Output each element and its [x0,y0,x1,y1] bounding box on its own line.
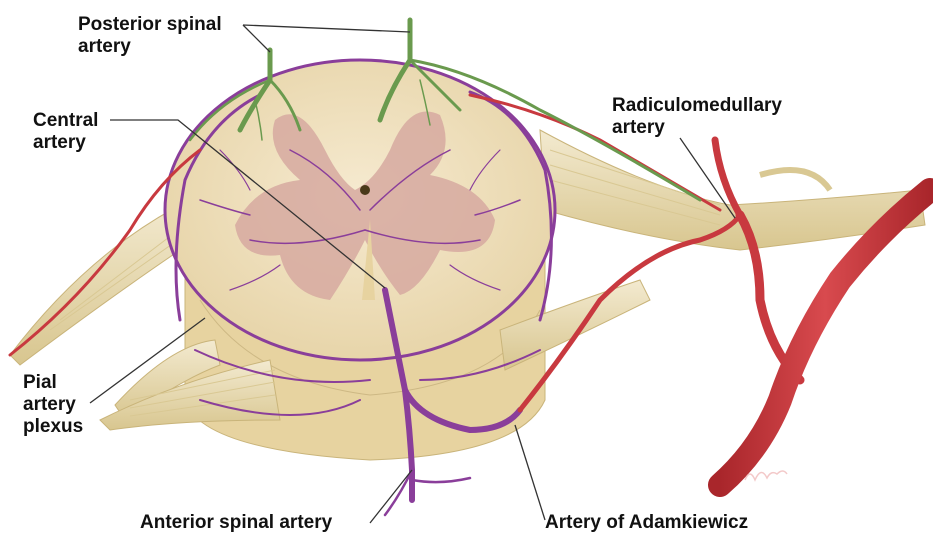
leader-posterior-spinal-2 [243,25,270,52]
label-posterior-spinal-artery: Posterior spinal artery [78,14,222,58]
label-line: plexus [23,416,83,438]
label-line: Radiculomedullary [612,95,782,117]
label-artery-of-adamkiewicz: Artery of Adamkiewicz [545,512,748,534]
artist-signature [745,471,787,480]
label-central-artery: Central artery [33,110,98,154]
label-radiculomedullary-artery: Radiculomedullary artery [612,95,782,139]
label-anterior-spinal-artery: Anterior spinal artery [140,512,332,534]
leader-posterior-spinal [243,25,410,32]
label-pial-artery-plexus: Pial artery plexus [23,372,83,438]
label-line: Pial [23,372,83,394]
label-line: artery [612,117,782,139]
label-line: artery [33,132,98,154]
leader-adamkiewicz [515,425,545,520]
label-line: Central [33,110,98,132]
label-line: Posterior spinal [78,14,222,36]
label-line: artery [78,36,222,58]
label-line: artery [23,394,83,416]
leader-anterior-spinal [370,470,412,523]
